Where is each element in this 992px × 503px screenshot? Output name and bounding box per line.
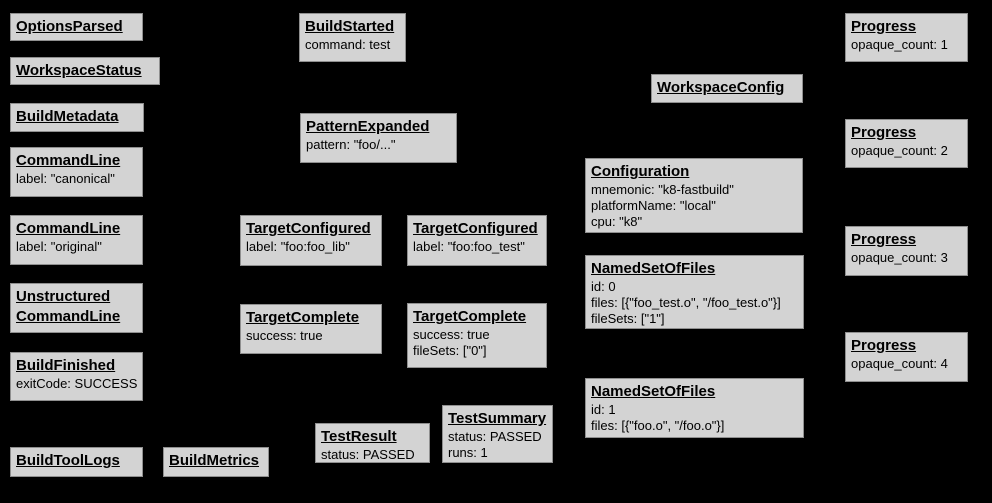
event-box-named-set-of-files-1: NamedSetOfFiles id: 1 files: [{"foo.o", … xyxy=(585,378,804,438)
event-field: opaque_count: 2 xyxy=(851,143,948,158)
event-title: Progress xyxy=(851,18,917,35)
event-box-build-started: BuildStarted command: test xyxy=(299,13,406,62)
event-title: TargetComplete xyxy=(246,309,360,326)
event-box-workspace-config: WorkspaceConfig xyxy=(651,74,803,103)
event-box-target-complete-lib: TargetComplete success: true xyxy=(240,304,382,354)
event-title: Unstructured xyxy=(16,288,111,305)
event-field: success: true xyxy=(246,328,323,343)
event-title: TestResult xyxy=(321,428,397,445)
event-title: TargetComplete xyxy=(413,308,527,325)
event-field: opaque_count: 4 xyxy=(851,356,948,371)
event-field: runs: 1 xyxy=(448,445,488,460)
event-field: fileSets: ["1"] xyxy=(591,311,665,326)
event-field: cpu: "k8" xyxy=(591,214,643,229)
event-field: id: 1 xyxy=(591,402,616,417)
event-field: fileSets: ["0"] xyxy=(413,343,487,358)
event-field: label: "canonical" xyxy=(16,171,115,186)
event-box-configuration: Configuration mnemonic: "k8-fastbuild" p… xyxy=(585,158,803,233)
event-title: TestSummary xyxy=(448,410,547,427)
event-field: status: PASSED xyxy=(448,429,542,444)
event-box-test-summary: TestSummary status: PASSED runs: 1 xyxy=(442,405,553,463)
event-box-target-complete-test: TargetComplete success: true fileSets: [… xyxy=(407,303,547,368)
event-field: label: "original" xyxy=(16,239,102,254)
event-field: id: 0 xyxy=(591,279,616,294)
event-title: Progress xyxy=(851,231,917,248)
event-box-workspace-status: WorkspaceStatus xyxy=(10,57,160,85)
event-field: success: true xyxy=(413,327,490,342)
event-title: Progress xyxy=(851,124,917,141)
event-box-pattern-expanded: PatternExpanded pattern: "foo/..." xyxy=(300,113,457,163)
event-box-progress-4: Progress opaque_count: 4 xyxy=(845,332,968,382)
event-field: pattern: "foo/..." xyxy=(306,137,396,152)
event-title: Configuration xyxy=(591,163,690,180)
event-box-build-metadata: BuildMetadata xyxy=(10,103,144,132)
event-title: TargetConfigured xyxy=(246,220,371,237)
event-title: BuildStarted xyxy=(305,18,395,35)
event-title: NamedSetOfFiles xyxy=(591,260,716,277)
event-title: OptionsParsed xyxy=(16,18,123,35)
event-title: PatternExpanded xyxy=(306,118,430,135)
event-field: command: test xyxy=(305,37,391,52)
event-title: TargetConfigured xyxy=(413,220,538,237)
event-field: files: [{"foo_test.o", "/foo_test.o"}] xyxy=(591,295,781,310)
event-title: CommandLine xyxy=(16,308,121,325)
event-field: label: "foo:foo_lib" xyxy=(246,239,350,254)
event-title: Progress xyxy=(851,337,917,354)
event-field: opaque_count: 1 xyxy=(851,37,948,52)
event-box-command-line-canonical: CommandLine label: "canonical" xyxy=(10,147,143,197)
event-box-named-set-of-files-0: NamedSetOfFiles id: 0 files: [{"foo_test… xyxy=(585,255,804,329)
event-box-build-metrics: BuildMetrics xyxy=(163,447,269,477)
event-field: exitCode: SUCCESS xyxy=(16,376,138,391)
event-box-progress-2: Progress opaque_count: 2 xyxy=(845,119,968,168)
event-field: files: [{"foo.o", "/foo.o"}] xyxy=(591,418,725,433)
event-box-target-configured-lib: TargetConfigured label: "foo:foo_lib" xyxy=(240,215,382,266)
event-title: BuildToolLogs xyxy=(16,452,120,469)
event-box-options-parsed: OptionsParsed xyxy=(10,13,143,41)
event-box-unstructured-command-line: Unstructured CommandLine xyxy=(10,283,143,333)
event-field: platformName: "local" xyxy=(591,198,716,213)
event-box-progress-3: Progress opaque_count: 3 xyxy=(845,226,968,276)
event-title: CommandLine xyxy=(16,220,121,237)
event-title: WorkspaceStatus xyxy=(16,62,142,79)
event-box-target-configured-test: TargetConfigured label: "foo:foo_test" xyxy=(407,215,547,266)
event-field: mnemonic: "k8-fastbuild" xyxy=(591,182,734,197)
event-box-command-line-original: CommandLine label: "original" xyxy=(10,215,143,265)
event-box-test-result: TestResult status: PASSED xyxy=(315,423,430,463)
event-box-build-finished: BuildFinished exitCode: SUCCESS xyxy=(10,352,143,401)
event-field: status: PASSED xyxy=(321,447,415,462)
event-title: BuildMetadata xyxy=(16,108,119,125)
event-box-build-tool-logs: BuildToolLogs xyxy=(10,447,143,477)
event-title: BuildMetrics xyxy=(169,452,260,469)
event-title: CommandLine xyxy=(16,152,121,169)
event-title: BuildFinished xyxy=(16,357,116,374)
event-title: WorkspaceConfig xyxy=(657,79,785,96)
event-box-progress-1: Progress opaque_count: 1 xyxy=(845,13,968,62)
event-field: label: "foo:foo_test" xyxy=(413,239,525,254)
event-title: NamedSetOfFiles xyxy=(591,383,716,400)
event-field: opaque_count: 3 xyxy=(851,250,948,265)
